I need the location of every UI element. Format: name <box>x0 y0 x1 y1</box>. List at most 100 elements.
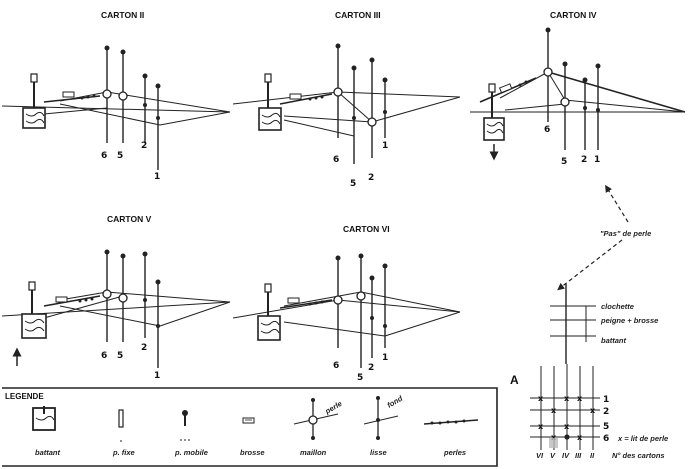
legend-maillon-tag: perle <box>323 399 344 416</box>
dashed-arrow-icon <box>557 239 623 291</box>
maillon-icon <box>102 289 112 299</box>
thread-number-5: 5 <box>357 373 363 383</box>
warp-thread <box>283 119 355 137</box>
svg-text:x: x <box>577 433 583 442</box>
thread-number-2: 2 <box>141 141 147 151</box>
legend: LEGENDE battant p. fixe p. mobile brosse <box>2 387 498 467</box>
maillon-icon <box>367 117 377 127</box>
schema-label-peigne: peigne + brosse <box>600 316 658 325</box>
legend-label-p-fixe: p. fixe <box>112 448 135 457</box>
panel-title: CARTON V <box>107 214 152 224</box>
schema-row-5: 5 <box>603 422 609 432</box>
thread-number-1: 1 <box>594 155 600 165</box>
dashed-arrow-icon <box>605 184 629 223</box>
panel-title: CARTON VI <box>343 224 390 234</box>
warp-thread <box>360 291 461 313</box>
svg-text:x: x <box>551 406 557 415</box>
bead-row-icon <box>279 297 333 309</box>
svg-text:x: x <box>538 422 544 431</box>
legend-label-lisse: lisse <box>370 448 387 457</box>
step-note: "Pas" de perle <box>557 184 651 291</box>
panel-carton-iv: CARTON IV 6 5 2 1 <box>470 10 686 167</box>
schema-row-6: 6 <box>603 434 609 444</box>
legend-lisse-tag: fond <box>386 394 405 410</box>
legend-heading: LEGENDE <box>5 392 44 401</box>
schema-x-note: x = lit de perle <box>617 434 668 443</box>
bead-row-icon <box>479 77 537 103</box>
svg-text:x: x <box>564 422 570 431</box>
warp-thread <box>371 96 461 123</box>
maillon-icon <box>356 291 366 301</box>
maillon-icon <box>118 293 128 303</box>
panel-carton-v: CARTON V 6 5 2 1 <box>1 214 231 381</box>
warp-thread <box>337 91 461 98</box>
legend-beads-icon <box>423 419 479 425</box>
schema-col-iii: III <box>575 451 582 460</box>
warp-thread <box>159 301 231 327</box>
panel-carton-vi: CARTON VI 6 5 2 1 <box>232 224 461 383</box>
thread-number-6: 6 <box>101 151 107 161</box>
legend-brush-icon <box>242 417 255 424</box>
warp-thread <box>337 91 373 123</box>
batten-icon <box>257 283 281 341</box>
warp-thread <box>59 103 161 126</box>
schema-col-vi: VI <box>536 451 544 460</box>
warp-thread <box>43 295 124 319</box>
schema-highlight <box>549 438 558 448</box>
warp-thread <box>106 291 231 303</box>
schema-label-clochette: clochette <box>601 302 634 311</box>
schema-row-2: 2 <box>603 407 609 417</box>
warp-thread <box>499 71 549 99</box>
warp-thread <box>59 291 108 301</box>
batten-icon <box>483 83 505 161</box>
panel-title: CARTON III <box>335 10 381 20</box>
maillon-icon <box>543 67 553 77</box>
svg-text:x: x <box>564 394 570 403</box>
thread-number-6: 6 <box>333 361 339 371</box>
schema-letter: A <box>510 373 519 387</box>
bead-row-icon <box>279 93 333 105</box>
legend-fixed-pulley-icon <box>118 409 124 442</box>
warp-thread <box>232 91 339 105</box>
thread-number-2: 2 <box>368 363 374 373</box>
warp-thread <box>159 111 231 126</box>
batten-icon <box>12 281 47 366</box>
warp-thread <box>283 115 373 123</box>
maillon-icon <box>102 89 112 99</box>
warp-thread <box>547 71 686 113</box>
thread-number-2: 2 <box>581 155 587 165</box>
thread-number-5: 5 <box>561 157 567 167</box>
legend-lisse-icon <box>363 396 399 440</box>
legend-label-battant: battant <box>35 448 61 457</box>
maillon-icon <box>118 91 128 101</box>
thread-number-1: 1 <box>154 371 160 381</box>
svg-text:x: x <box>590 406 596 415</box>
schema-row-1: 1 <box>603 395 609 405</box>
svg-text:x: x <box>577 394 583 403</box>
warp-thread <box>232 299 339 319</box>
legend-maillon-icon <box>293 398 339 440</box>
thread-number-6: 6 <box>544 125 550 135</box>
thread-number-5: 5 <box>117 151 123 161</box>
thread-number-1: 1 <box>382 353 388 363</box>
legend-label-maillon: maillon <box>300 448 327 457</box>
batten-icon <box>22 73 46 129</box>
maillon-icon <box>333 87 343 97</box>
panel-title: CARTON II <box>101 10 144 20</box>
warp-thread <box>384 311 461 337</box>
thread-number-2: 2 <box>368 173 374 183</box>
thread-number-1: 1 <box>154 172 160 182</box>
warp-thread <box>283 291 362 307</box>
warp-thread <box>283 321 386 337</box>
maillon-icon <box>333 295 343 305</box>
svg-text:x: x <box>551 433 557 442</box>
thread-number-6: 6 <box>101 351 107 361</box>
warp-thread <box>1 105 231 113</box>
thread-number-6: 6 <box>333 155 339 165</box>
schema-col-iv: IV <box>562 451 570 460</box>
schema-col-v: V <box>550 451 556 460</box>
schema-cartons-note: N° des cartons <box>612 451 665 460</box>
svg-text:x: x <box>538 394 544 403</box>
legend-label-brosse: brosse <box>240 448 265 457</box>
